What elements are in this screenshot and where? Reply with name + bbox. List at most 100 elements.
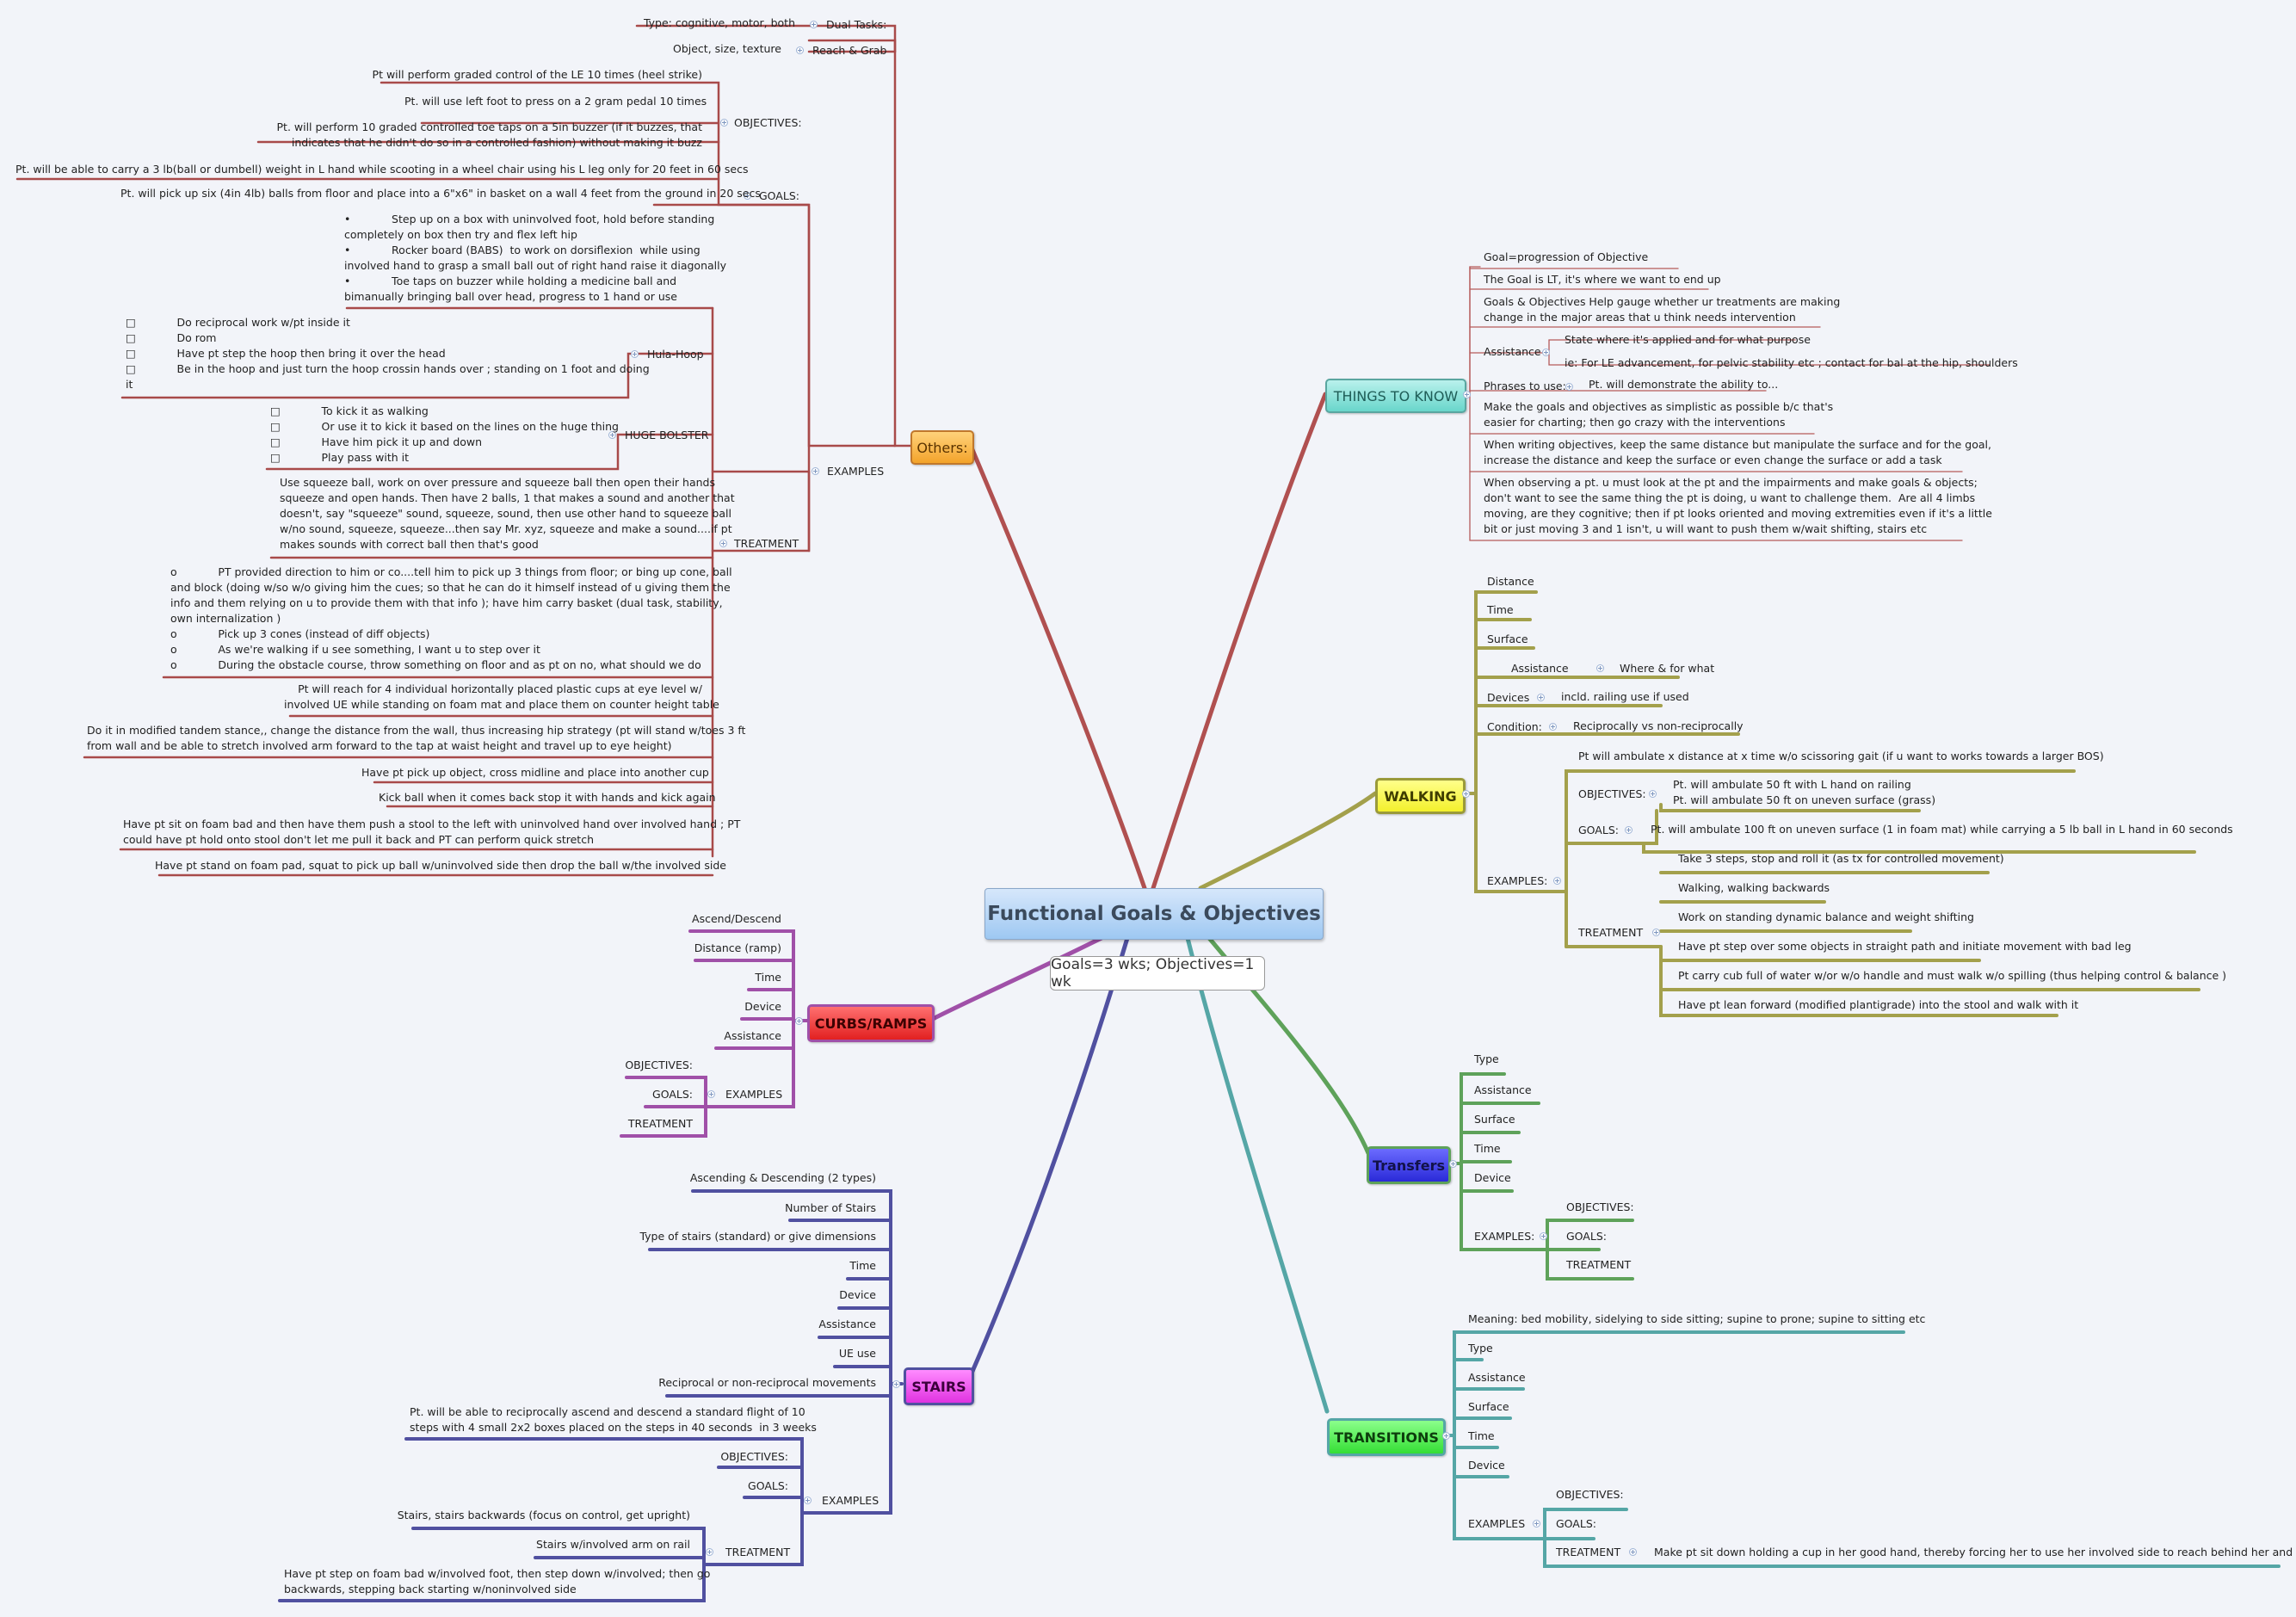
goals-label[interactable]: GOALS: [759, 189, 799, 202]
expand-icon[interactable] [720, 119, 728, 127]
walking-goals-label[interactable]: GOALS: [1578, 824, 1619, 836]
walking-assistance-label[interactable]: Assistance [1511, 662, 1569, 675]
transitions-treatment-label[interactable]: TREATMENT [1556, 1546, 1621, 1558]
things-item: The Goal is LT, it's where we want to en… [1484, 273, 1721, 286]
expand-icon[interactable] [1596, 664, 1604, 672]
stairs-tx: Have pt step on foam bad w/involved foot… [284, 1567, 711, 1595]
expand-icon[interactable] [1463, 391, 1471, 398]
topic-others[interactable]: Others: [910, 430, 974, 465]
stairs-item: Number of Stairs [785, 1201, 876, 1214]
expand-icon[interactable] [1549, 723, 1557, 731]
others-examples-label[interactable]: EXAMPLES [827, 465, 885, 478]
curbs-sub: GOALS: [652, 1088, 693, 1101]
foam-pad-text: Have pt stand on foam pad, squat to pick… [155, 859, 726, 872]
central-topic[interactable]: Functional Goals & Objectives [984, 888, 1324, 940]
expand-icon[interactable] [608, 431, 616, 439]
stairs-sub: OBJECTIVES: [720, 1450, 788, 1463]
expand-icon[interactable] [1565, 383, 1573, 391]
expand-icon[interactable] [1442, 1432, 1450, 1440]
curbs-item: Device [744, 1000, 781, 1013]
transfers-item: Device [1474, 1171, 1511, 1184]
topic-transfers[interactable]: Transfers [1367, 1146, 1451, 1184]
transfers-item: Type [1474, 1052, 1499, 1065]
objective-item: Pt. will be able to carry a 3 lb(ball or… [15, 163, 749, 176]
transitions-item: Device [1468, 1459, 1505, 1472]
reach-grab-label[interactable]: Reach & Grab [812, 44, 887, 57]
walking-objectives: Pt. will ambulate 50 ft with L hand on r… [1673, 778, 1936, 806]
expand-icon[interactable] [1462, 790, 1470, 798]
stairs-item: Assistance [818, 1318, 876, 1330]
walking-objectives-label[interactable]: OBJECTIVES: [1578, 787, 1646, 800]
walking-tx: Pt carry cub full of water w/or w/o hand… [1678, 969, 2227, 982]
stairs-item: UE use [838, 1347, 876, 1360]
expand-icon[interactable] [706, 1548, 713, 1556]
expand-icon[interactable] [1540, 1232, 1547, 1240]
topic-curbs-ramps[interactable]: CURBS/RAMPS [807, 1004, 935, 1042]
assistance-label[interactable]: Assistance [1484, 345, 1541, 358]
topic-stairs[interactable]: STAIRS [904, 1367, 974, 1405]
dual-tasks-label[interactable]: Dual Tasks: [826, 18, 887, 31]
expand-icon[interactable] [892, 1380, 900, 1388]
things-item: State where it's applied and for what pu… [1565, 333, 1811, 346]
walking-tx: Walking, walking backwards [1678, 881, 1830, 894]
expand-icon[interactable] [631, 350, 639, 358]
stairs-examples-label[interactable]: EXAMPLES [822, 1494, 880, 1507]
curbs-item: Assistance [724, 1029, 781, 1042]
expand-icon[interactable] [1542, 349, 1550, 356]
expand-icon[interactable] [1625, 826, 1633, 834]
walking-examples-label[interactable]: EXAMPLES: [1487, 874, 1548, 887]
curbs-examples-label[interactable]: EXAMPLES [725, 1088, 783, 1101]
expand-icon[interactable] [1649, 790, 1657, 798]
transitions-meaning: Meaning: bed mobility, sidelying to side… [1468, 1312, 1926, 1325]
expand-icon[interactable] [1629, 1548, 1637, 1556]
phrases-label[interactable]: Phrases to use: [1484, 380, 1566, 392]
transitions-examples-label[interactable]: EXAMPLES [1468, 1517, 1526, 1530]
topic-walking[interactable]: WALKING [1375, 778, 1466, 814]
walking-condition-label[interactable]: Condition: [1487, 720, 1542, 733]
topic-things-to-know[interactable]: THINGS TO KNOW [1325, 379, 1466, 413]
walking-tx: Work on standing dynamic balance and wei… [1678, 910, 1974, 923]
expand-icon[interactable] [812, 467, 819, 475]
expand-icon[interactable] [707, 1090, 715, 1098]
expand-icon[interactable] [1652, 929, 1660, 936]
expand-icon[interactable] [796, 46, 804, 54]
stairs-item: Device [839, 1288, 876, 1301]
things-item: Goals & Objectives Help gauge whether ur… [1484, 295, 1841, 324]
expand-icon[interactable] [1449, 1160, 1457, 1168]
walking-tx: Have pt lean forward (modified plantigra… [1678, 998, 2079, 1011]
tandem-text: Do it in modified tandem stance,, change… [87, 724, 746, 752]
transfers-sub: GOALS: [1566, 1230, 1607, 1243]
stairs-treatment-label[interactable]: TREATMENT [725, 1546, 791, 1558]
transfers-item: Time [1474, 1142, 1501, 1155]
objective-item: Pt will perform graded control of the LE… [372, 68, 702, 81]
dual-tasks-detail: Type: cognitive, motor, both [643, 16, 795, 29]
walking-treatment-label[interactable]: TREATMENT [1578, 926, 1644, 939]
expand-icon[interactable] [1533, 1520, 1540, 1528]
curbs-item: Ascend/Descend [692, 912, 781, 925]
transitions-item: Assistance [1468, 1371, 1526, 1384]
expand-icon[interactable] [795, 1017, 803, 1025]
treatment-label[interactable]: TREATMENT [734, 537, 799, 550]
curbs-sub: TREATMENT [627, 1117, 693, 1130]
huge-bolster-label[interactable]: HUGE BOLSTER [625, 429, 709, 441]
expand-icon[interactable] [744, 192, 751, 200]
treatment-bullets: • Step up on a box with uninvolved foot,… [344, 213, 727, 303]
expand-icon[interactable] [804, 1497, 812, 1504]
curbs-sub: OBJECTIVES: [625, 1058, 693, 1071]
hula-hoop-label[interactable]: Hula-Hoop [647, 348, 704, 361]
transitions-sub: GOALS: [1556, 1517, 1596, 1530]
walking-tx: Have pt step over some objects in straig… [1678, 940, 2132, 953]
walking-devices-label[interactable]: Devices [1487, 691, 1530, 704]
things-item: Pt. will demonstrate the ability to... [1589, 378, 1779, 391]
expand-icon[interactable] [810, 21, 818, 28]
expand-icon[interactable] [1553, 877, 1561, 885]
topic-transitions[interactable]: TRANSITIONS [1327, 1418, 1446, 1456]
things-item: When writing objectives, keep the same d… [1484, 438, 1991, 466]
expand-icon[interactable] [719, 540, 727, 547]
central-note[interactable]: Goals=3 wks; Objectives=1 wk [1050, 956, 1265, 991]
expand-icon[interactable] [1537, 694, 1545, 701]
objectives-label[interactable]: OBJECTIVES: [734, 116, 802, 129]
transfers-item: Assistance [1474, 1083, 1532, 1096]
transfers-examples-label[interactable]: EXAMPLES: [1474, 1230, 1535, 1243]
stairs-item: Time [849, 1259, 876, 1272]
